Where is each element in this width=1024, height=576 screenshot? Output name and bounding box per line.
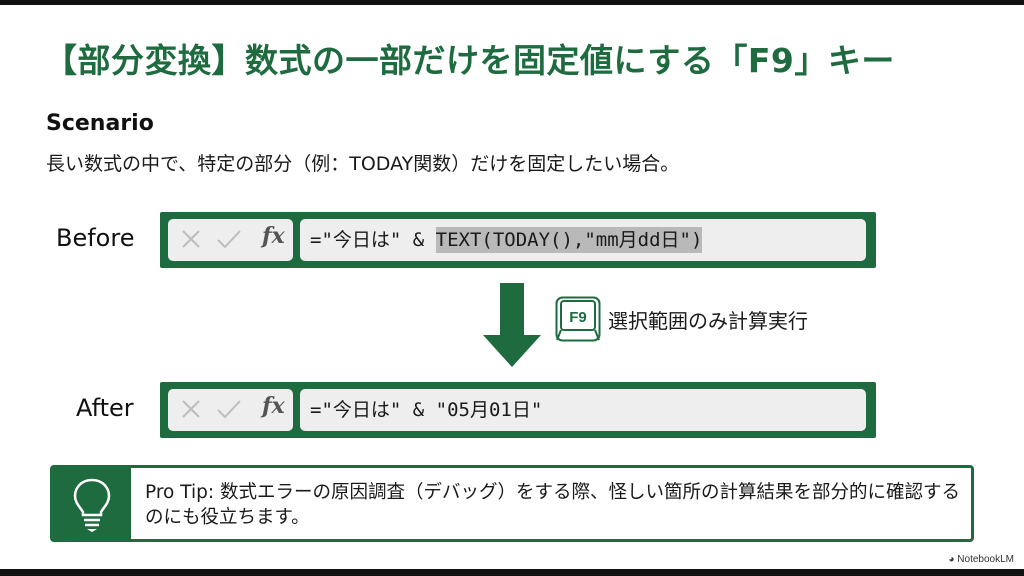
pro-tip-text: Pro Tip: 数式エラーの原因調査（デバッグ）をする際、怪しい箇所の計算結果… — [145, 482, 960, 528]
formula-input[interactable]: ="今日は" & TEXT(TODAY(),"mm月dd日") — [300, 219, 866, 261]
bottom-border — [0, 569, 1024, 576]
down-arrow-icon — [483, 283, 541, 367]
f9-key-icon: F9 — [555, 296, 601, 342]
page-title: 【部分変換】数式の一部だけを固定値にする「F9」キー — [44, 41, 895, 80]
pro-tip-box: Pro Tip: 数式エラーの原因調査（デバッグ）をする際、怪しい箇所の計算結果… — [50, 465, 974, 542]
notebooklm-watermark: ◕ NotebookLM — [948, 554, 1014, 565]
cancel-icon[interactable] — [180, 398, 202, 420]
enter-icon[interactable] — [216, 228, 242, 250]
f9-action-label: 選択範囲のみ計算実行 — [608, 309, 808, 333]
cancel-icon[interactable] — [180, 228, 202, 250]
top-border — [0, 0, 1024, 5]
formula-bar-buttons: fx — [168, 219, 293, 261]
scenario-description: 長い数式の中で、特定の部分（例：TODAY関数）だけを固定したい場合。 — [46, 153, 680, 175]
lightbulb-icon — [73, 478, 111, 532]
after-formula-bar: fx ="今日は" & "05月01日" — [160, 382, 876, 438]
formula-selection[interactable]: TEXT(TODAY(),"mm月dd日") — [435, 227, 703, 253]
notebooklm-logo-icon: ◕ — [948, 554, 955, 565]
fx-icon[interactable]: fx — [262, 223, 285, 249]
formula-prefix: ="今日は" & — [310, 229, 436, 251]
enter-icon[interactable] — [216, 398, 242, 420]
formula-input[interactable]: ="今日は" & "05月01日" — [300, 389, 866, 431]
scenario-heading: Scenario — [46, 111, 154, 136]
after-label: After — [76, 394, 134, 422]
svg-text:F9: F9 — [569, 309, 587, 326]
before-formula-bar: fx ="今日は" & TEXT(TODAY(),"mm月dd日") — [160, 212, 876, 268]
formula-bar-buttons: fx — [168, 389, 293, 431]
before-label: Before — [56, 224, 135, 252]
fx-icon[interactable]: fx — [262, 393, 285, 419]
tip-icon-panel — [53, 468, 131, 539]
